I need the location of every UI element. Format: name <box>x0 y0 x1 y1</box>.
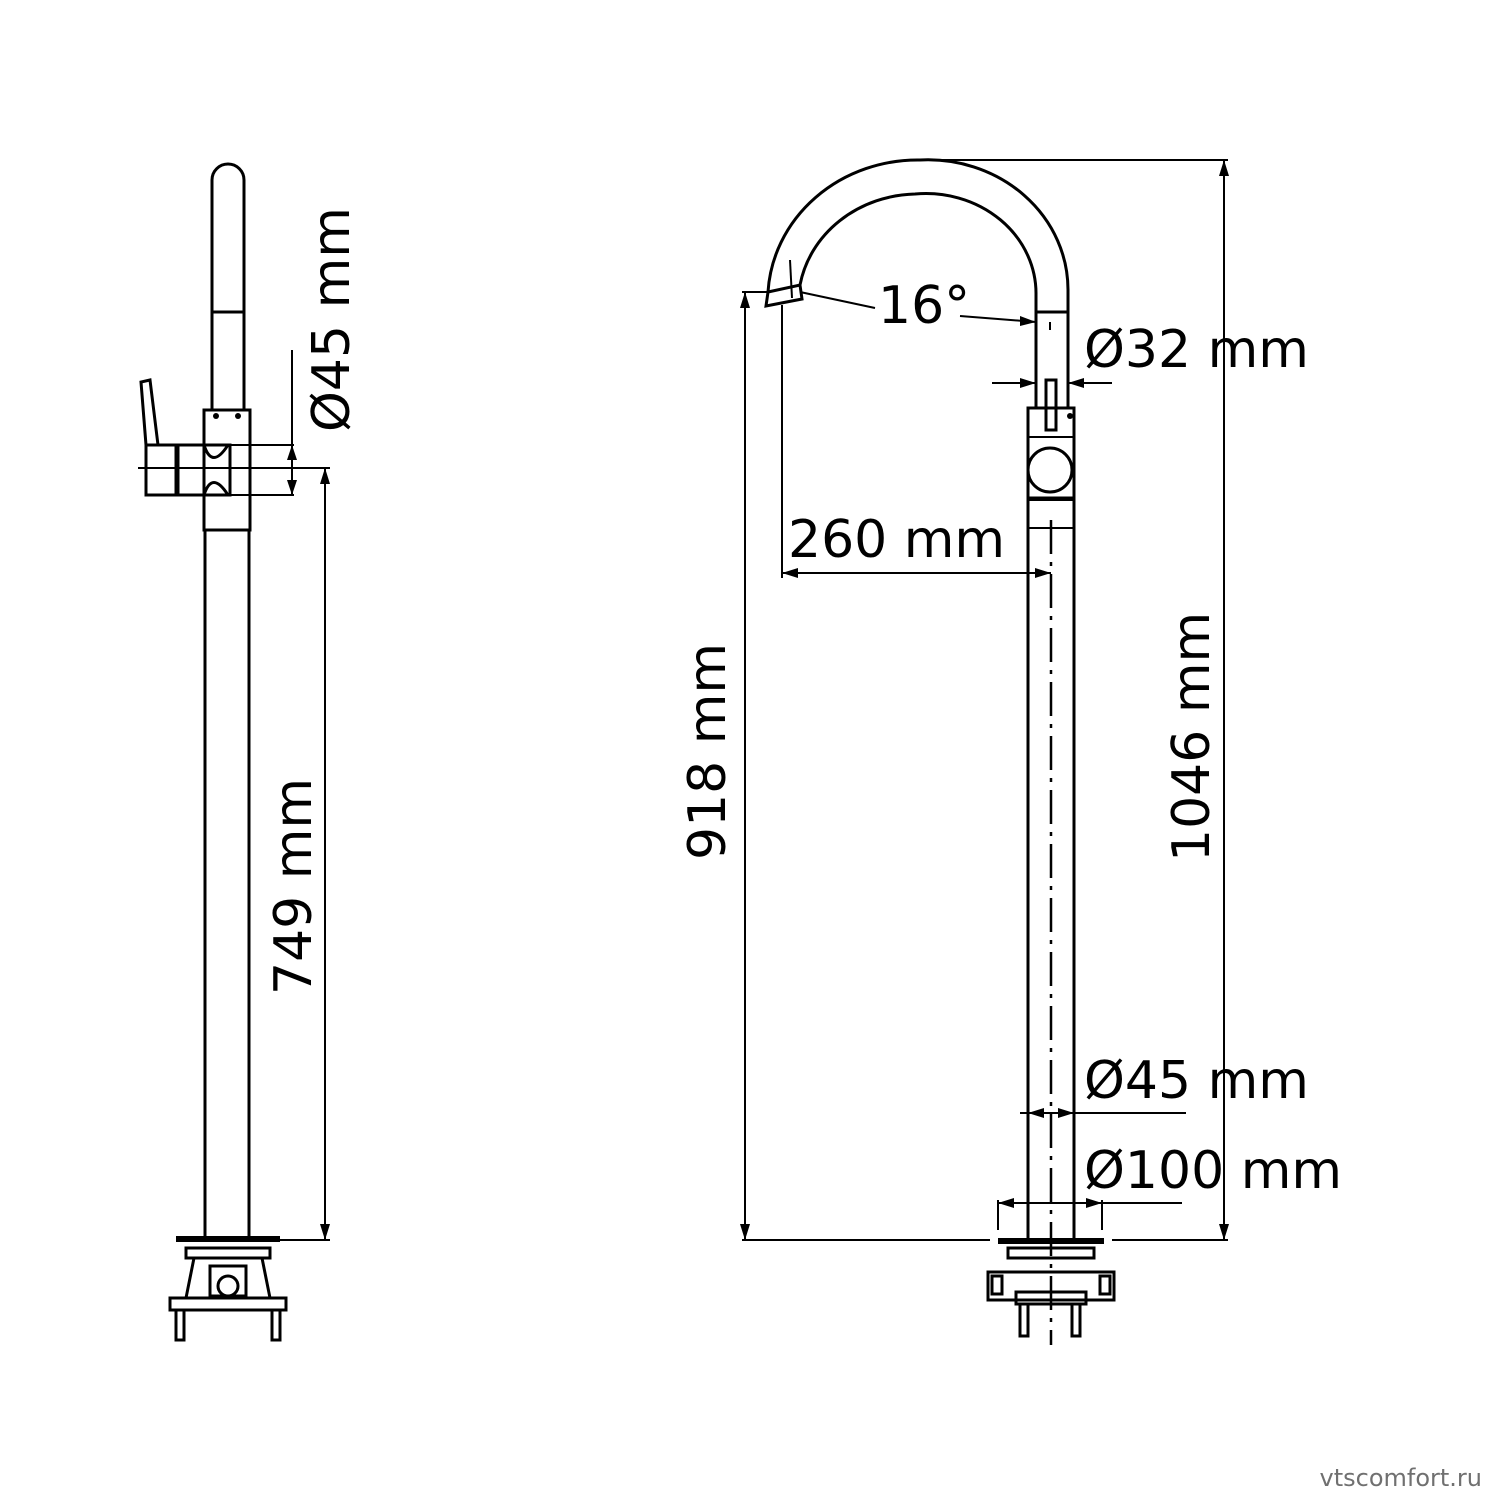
front-body <box>1026 406 1076 500</box>
spout-reach-label: 260 mm <box>788 510 1006 570</box>
outlet-height-label: 918 mm <box>678 642 738 860</box>
side-view <box>138 162 330 1342</box>
total-height-label: 1046 mm <box>1162 611 1222 862</box>
side-handle-diameter-label: Ø45 mm <box>302 207 362 432</box>
front-spout-inner <box>798 192 1038 312</box>
side-body <box>202 408 252 532</box>
side-spout <box>210 162 246 410</box>
side-body-height-label: 749 mm <box>264 777 324 995</box>
column-diameter-label: Ø45 mm <box>1084 1051 1309 1111</box>
front-view <box>740 158 1229 1345</box>
watermark: vtscomfort.ru <box>1319 1464 1483 1492</box>
spout-diameter-label: Ø32 mm <box>1084 320 1309 380</box>
base-diameter-label: Ø100 mm <box>1084 1141 1343 1201</box>
spout-angle-label: 16° <box>878 276 971 336</box>
front-handle <box>1044 378 1058 432</box>
side-handle <box>144 443 178 497</box>
